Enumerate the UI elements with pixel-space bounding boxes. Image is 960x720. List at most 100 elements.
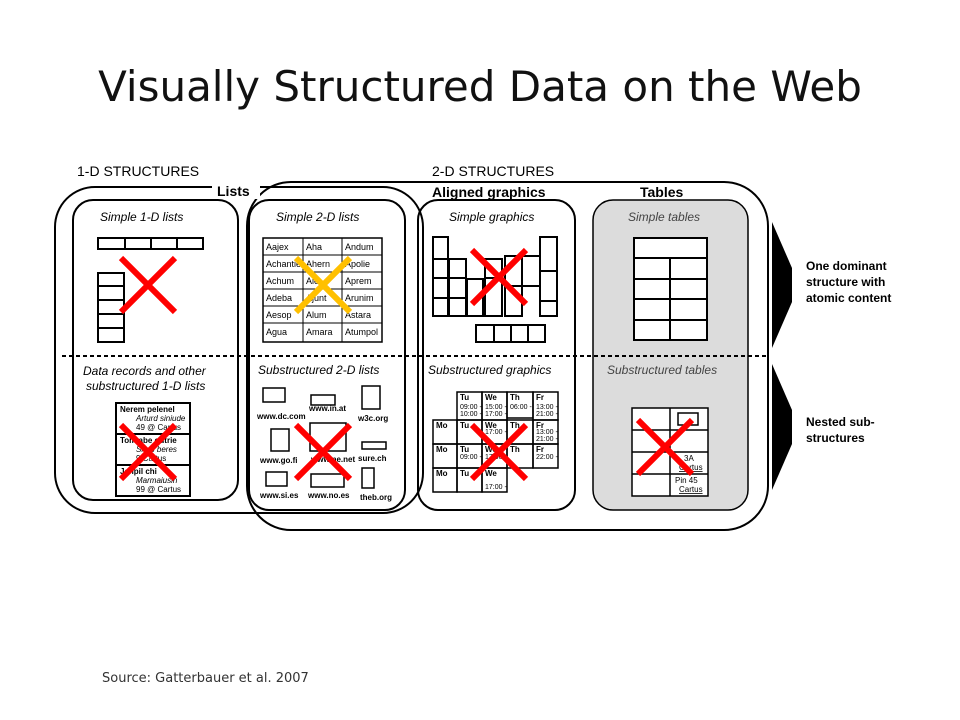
label-dominant-2: structure with [806, 275, 885, 289]
schedule-time: 13:00 - [536, 429, 558, 436]
site-label: w3c.org [357, 414, 388, 423]
list-2d-cell: Adeba [266, 293, 292, 303]
schedule-day-header: Fr [536, 393, 544, 402]
record-meta: 49 @ Cartus [136, 423, 181, 432]
schedule-cell-day: Fr [536, 421, 544, 430]
label-dominant-1: One dominant [806, 259, 887, 273]
list-2d-cell: Aprem [345, 276, 372, 286]
record-name: Jenpil chi [120, 467, 157, 476]
arrow-nested [772, 364, 792, 490]
record-name: Tom abe outrie [120, 436, 177, 445]
schedule-time: 21:00 - [536, 436, 558, 443]
list-2d-cell: Aie [306, 276, 319, 286]
header-1d-structures: 1-D STRUCTURES [77, 163, 199, 179]
title-sub-graphics: Substructured graphics [428, 363, 551, 377]
schedule-day-row: Mo [436, 445, 448, 454]
list-2d-cell: Achum [266, 276, 294, 286]
list-2d-cell: Aha [306, 242, 322, 252]
site-label: theb.org [360, 493, 392, 502]
title-records-line2: substructured 1-D lists [86, 379, 205, 393]
title-records-line1: Data records and other [83, 364, 207, 378]
schedule-day-row: Mo [436, 421, 448, 430]
list-2d-cell: Achantie [266, 259, 301, 269]
sub-table-text-3: Pin 45 [675, 476, 698, 485]
simple-table-illustration [633, 237, 708, 341]
record-meta: 99 @ Cartus [136, 485, 181, 494]
list-2d-cell: Atumpol [345, 327, 378, 337]
slide-title: Visually Structured Data on the Web [98, 62, 862, 111]
cross-sub-tables-icon [635, 417, 695, 477]
schedule-time: 17:00 - [485, 429, 507, 436]
schedule-time: 13:00 - [536, 404, 558, 411]
label-nested-1: Nested sub- [806, 415, 875, 429]
list-2d-cell: Aesop [266, 310, 292, 320]
record-detail: Marmaiusin [136, 476, 178, 485]
label-nested-2: structures [806, 431, 865, 445]
label-dominant-3: atomic content [806, 291, 891, 305]
title-simple-2d: Simple 2-D lists [276, 210, 359, 224]
simple-1d-list-illustration [97, 237, 204, 343]
site-label: www.dc.com [256, 412, 306, 421]
schedule-cell-day: Tu [460, 445, 469, 454]
cross-simple-1d-lists-icon [118, 255, 178, 315]
site-label: www.go.fi [259, 456, 297, 465]
sub-table-text-4: Cartus [679, 485, 703, 494]
header-aligned-graphics: Aligned graphics [432, 184, 546, 200]
record-detail: Sh rs beres [136, 445, 177, 454]
schedule-time: 22:00 - [536, 454, 558, 461]
schedule-cell-day: Tu [460, 421, 469, 430]
cross-simple-2d-lists-icon [293, 255, 353, 315]
list-2d-cell: Arunim [345, 293, 374, 303]
list-2d-cell: Aajex [266, 242, 289, 252]
list-2d-cell: Agua [266, 327, 287, 337]
cross-data-records-icon [118, 422, 178, 482]
schedule-time: 09:00 - [460, 404, 482, 411]
header-tables: Tables [640, 184, 684, 200]
cross-sub-graphics-icon [469, 422, 529, 482]
schedule-time: 15:00 - [485, 404, 507, 411]
site-label: www.in.at [308, 404, 346, 413]
schedule-day-header: Th [510, 393, 520, 402]
schedule-cell-day: Th [510, 445, 520, 454]
schedule-time: 10:00 - [460, 411, 482, 418]
sub-table-text-1: 3A [684, 454, 694, 463]
title-simple-tables: Simple tables [628, 210, 700, 224]
header-lists: Lists [217, 183, 250, 199]
site-label: www.no.es [307, 491, 350, 500]
site-label: sure.ch [358, 454, 387, 463]
list-2d-cell: Ahern [306, 259, 330, 269]
schedule-day-row: Mo [436, 469, 448, 478]
schedule-cell-day: We [485, 421, 497, 430]
schedule-cell-day: We [485, 445, 497, 454]
cross-simple-graphics-icon [469, 247, 529, 307]
schedule-day-header: We [485, 393, 497, 402]
record-name: Nerem pelenel [120, 405, 175, 414]
simple-graphics-illustration [432, 236, 558, 343]
schedule-cell-day: Fr [536, 445, 544, 454]
list-2d-cell: Andum [345, 242, 374, 252]
schedule-time: 06:00 - [510, 404, 532, 411]
title-sub-2d: Substructured 2-D lists [258, 363, 379, 377]
schedule-time: 17:00 - [485, 484, 507, 491]
site-label: www.si.es [259, 491, 299, 500]
list-2d-cell: Ajunt [306, 293, 327, 303]
list-2d-cell: Amara [306, 327, 333, 337]
list-2d-cell: Apolie [345, 259, 370, 269]
source-citation: Source: Gatterbauer et al. 2007 [102, 671, 309, 686]
schedule-cell-day: We [485, 469, 497, 478]
cross-sub-2d-lists-icon [293, 422, 353, 482]
schedule-cell-day: Tu [460, 469, 469, 478]
schedule-cell-day: Th [510, 421, 520, 430]
title-simple-1d: Simple 1-D lists [100, 210, 183, 224]
header-2d-structures: 2-D STRUCTURES [432, 163, 554, 179]
list-2d-cell: Alum [306, 310, 327, 320]
schedule-time: 21:00 - [536, 411, 558, 418]
schedule-time: 09:00 - [460, 454, 482, 461]
arrow-dominant [772, 222, 792, 348]
panel-1d-lists [72, 199, 239, 501]
title-sub-tables: Substructured tables [607, 363, 717, 377]
schedule-day-header: Tu [460, 393, 469, 402]
